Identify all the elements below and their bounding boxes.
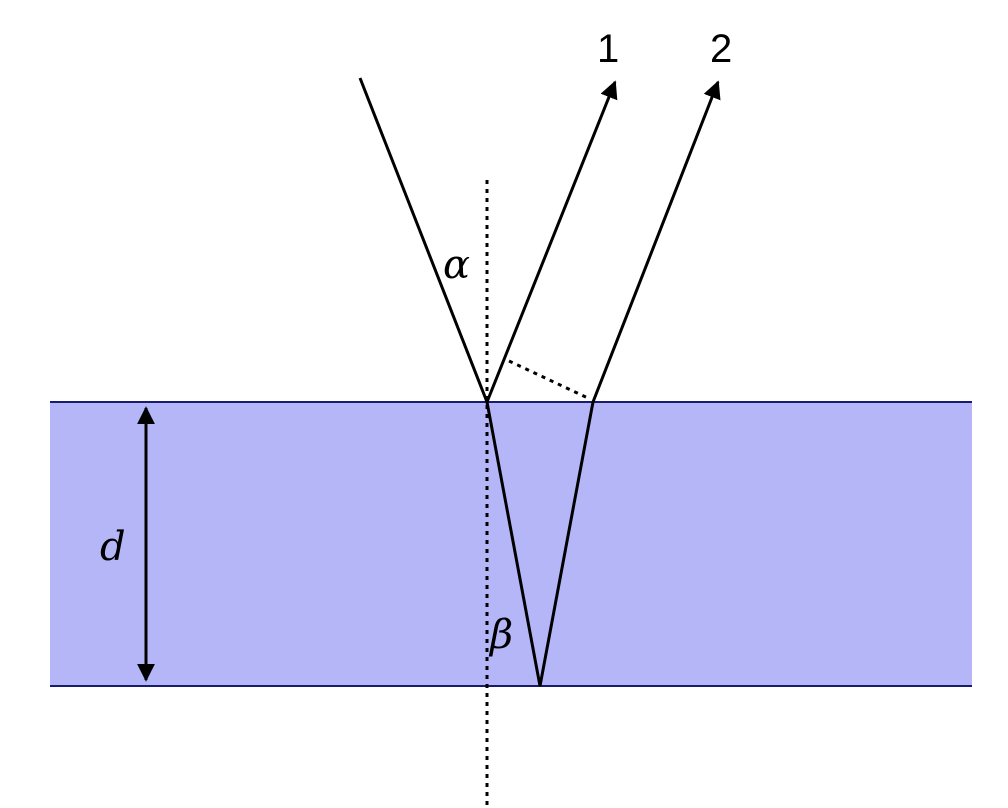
beta-label: β: [488, 612, 513, 658]
reflected-ray-1: [485, 80, 618, 403]
thin-film-layer: [50, 402, 972, 686]
wavefront-perpendicular: [508, 359, 591, 401]
refracted-ray-path: [485, 401, 595, 687]
ray-2-label: 2: [710, 27, 732, 71]
reflected-ray-2: [591, 80, 721, 403]
alpha-label: α: [443, 242, 470, 288]
incident-ray: [358, 77, 489, 403]
thickness-label: d: [100, 524, 126, 570]
ray-1-label: 1: [597, 27, 619, 71]
